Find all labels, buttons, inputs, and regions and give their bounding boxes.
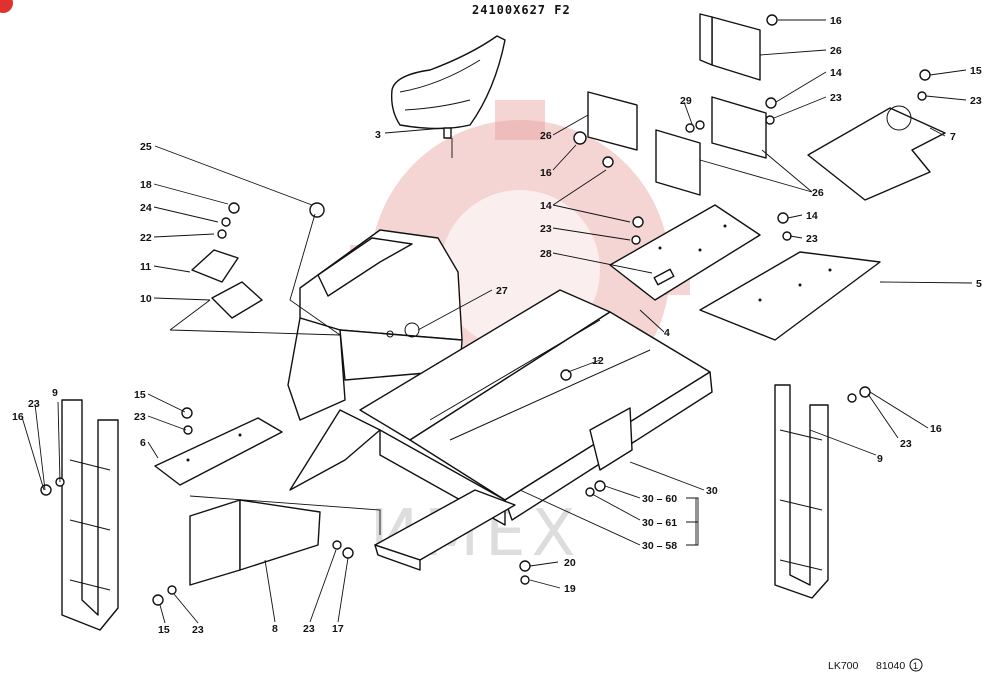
label-25: 25 xyxy=(140,141,152,153)
footer-number: 81040 xyxy=(876,660,905,672)
label-9b: 9 xyxy=(877,453,883,465)
label-5: 5 xyxy=(976,278,982,290)
label-23e: 23 xyxy=(28,398,40,410)
label-17: 17 xyxy=(332,623,344,635)
corner-badge xyxy=(0,0,13,13)
label-18: 18 xyxy=(140,179,152,191)
label-19: 19 xyxy=(564,583,576,595)
label-4: 4 xyxy=(664,327,670,339)
floor-plate-4 xyxy=(609,204,761,301)
label-23a: 23 xyxy=(540,223,552,235)
label-3: 3 xyxy=(375,129,381,141)
label-16a: 16 xyxy=(540,167,552,179)
main-frame xyxy=(289,289,713,571)
seat-part xyxy=(390,35,506,139)
bracket-26-left xyxy=(587,91,638,151)
label-24: 24 xyxy=(140,202,152,214)
label-15a: 15 xyxy=(970,65,982,77)
label-8: 8 xyxy=(272,623,278,635)
console-body xyxy=(287,229,463,421)
ladder-9-left xyxy=(61,399,119,631)
label-23f: 23 xyxy=(134,411,146,423)
label-30-61: 30 – 61 xyxy=(642,517,677,529)
label-30-60: 30 – 60 xyxy=(642,493,677,505)
label-16d: 16 xyxy=(930,423,942,435)
label-23c: 23 xyxy=(970,95,982,107)
label-23h: 23 xyxy=(303,623,315,635)
small-hardware xyxy=(40,14,931,606)
label-14a: 14 xyxy=(540,200,552,212)
plate-7 xyxy=(807,105,946,201)
label-26a: 26 xyxy=(540,130,552,142)
label-22: 22 xyxy=(140,232,152,244)
label-30-58: 30 – 58 xyxy=(642,540,677,552)
label-10: 10 xyxy=(140,293,152,305)
label-7: 7 xyxy=(950,131,956,143)
label-12: 12 xyxy=(592,355,604,367)
label-23b: 23 xyxy=(830,92,842,104)
footer-revision-circle xyxy=(909,658,923,672)
footer-revision: 1 xyxy=(913,661,918,671)
label-27: 27 xyxy=(496,285,508,297)
label-14b: 14 xyxy=(830,67,842,79)
label-11: 11 xyxy=(140,261,151,273)
plate-5 xyxy=(699,251,881,341)
label-29: 29 xyxy=(680,95,692,107)
label-26c: 26 xyxy=(812,187,824,199)
label-23g: 23 xyxy=(192,624,204,636)
bracket-10 xyxy=(211,281,263,319)
diagram-title: 24100X627 F2 xyxy=(472,3,571,17)
label-23d: 23 xyxy=(806,233,818,245)
plate-6 xyxy=(154,417,283,486)
label-9a: 9 xyxy=(52,387,58,399)
ladder-9-right xyxy=(774,384,829,599)
label-15b: 15 xyxy=(134,389,146,401)
footer-code: LK700 xyxy=(828,660,859,672)
bracket-11 xyxy=(191,249,239,283)
label-16c: 16 xyxy=(12,411,24,423)
label-26b: 26 xyxy=(830,45,842,57)
leader-lines xyxy=(21,19,973,624)
label-14c: 14 xyxy=(806,210,818,222)
label-28: 28 xyxy=(540,248,552,260)
label-15c: 15 xyxy=(158,624,170,636)
label-30: 30 xyxy=(706,485,718,497)
label-23i: 23 xyxy=(900,438,912,450)
bracket-26-top xyxy=(699,13,761,81)
label-6: 6 xyxy=(140,437,146,449)
bracket-8 xyxy=(189,499,321,586)
bracket-26-right xyxy=(711,96,767,159)
bracket-26-mid xyxy=(655,129,701,196)
label-16b: 16 xyxy=(830,15,842,27)
label-20: 20 xyxy=(564,557,576,569)
